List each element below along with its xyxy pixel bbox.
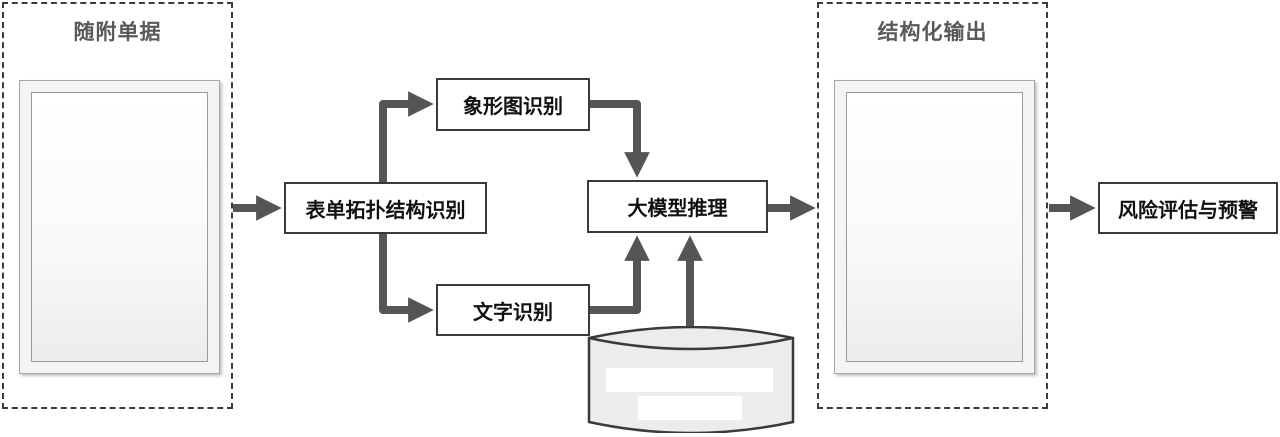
- arrow-pictogram-to-llm: [590, 100, 650, 178]
- database-label-placeholder-1: [606, 368, 773, 392]
- arrow-text-to-llm: [590, 235, 650, 314]
- output-document-icon: [834, 80, 1035, 374]
- text-recognition-node: 文字识别: [436, 284, 590, 336]
- input-documents-group: 随附单据: [2, 2, 233, 409]
- document-page: [31, 92, 208, 362]
- structured-output-group: 结构化输出: [817, 2, 1048, 409]
- document-icon: [19, 80, 220, 374]
- output-group-title: 结构化输出: [877, 20, 988, 44]
- input-group-title: 随附单据: [73, 20, 162, 44]
- topology-recognition-node: 表单拓扑结构识别: [284, 182, 487, 234]
- risk-warning-node: 风险评估与预警: [1098, 182, 1278, 234]
- database-label-placeholder-2: [638, 396, 742, 420]
- arrow-topology-to-pictogram: [379, 91, 434, 182]
- llm-reasoning-node: 大模型推理: [587, 180, 768, 233]
- output-document-page: [846, 92, 1023, 362]
- pictogram-recognition-node: 象形图识别: [436, 78, 590, 131]
- arrow-topology-to-text: [379, 234, 434, 323]
- database-cylinder: [586, 325, 796, 435]
